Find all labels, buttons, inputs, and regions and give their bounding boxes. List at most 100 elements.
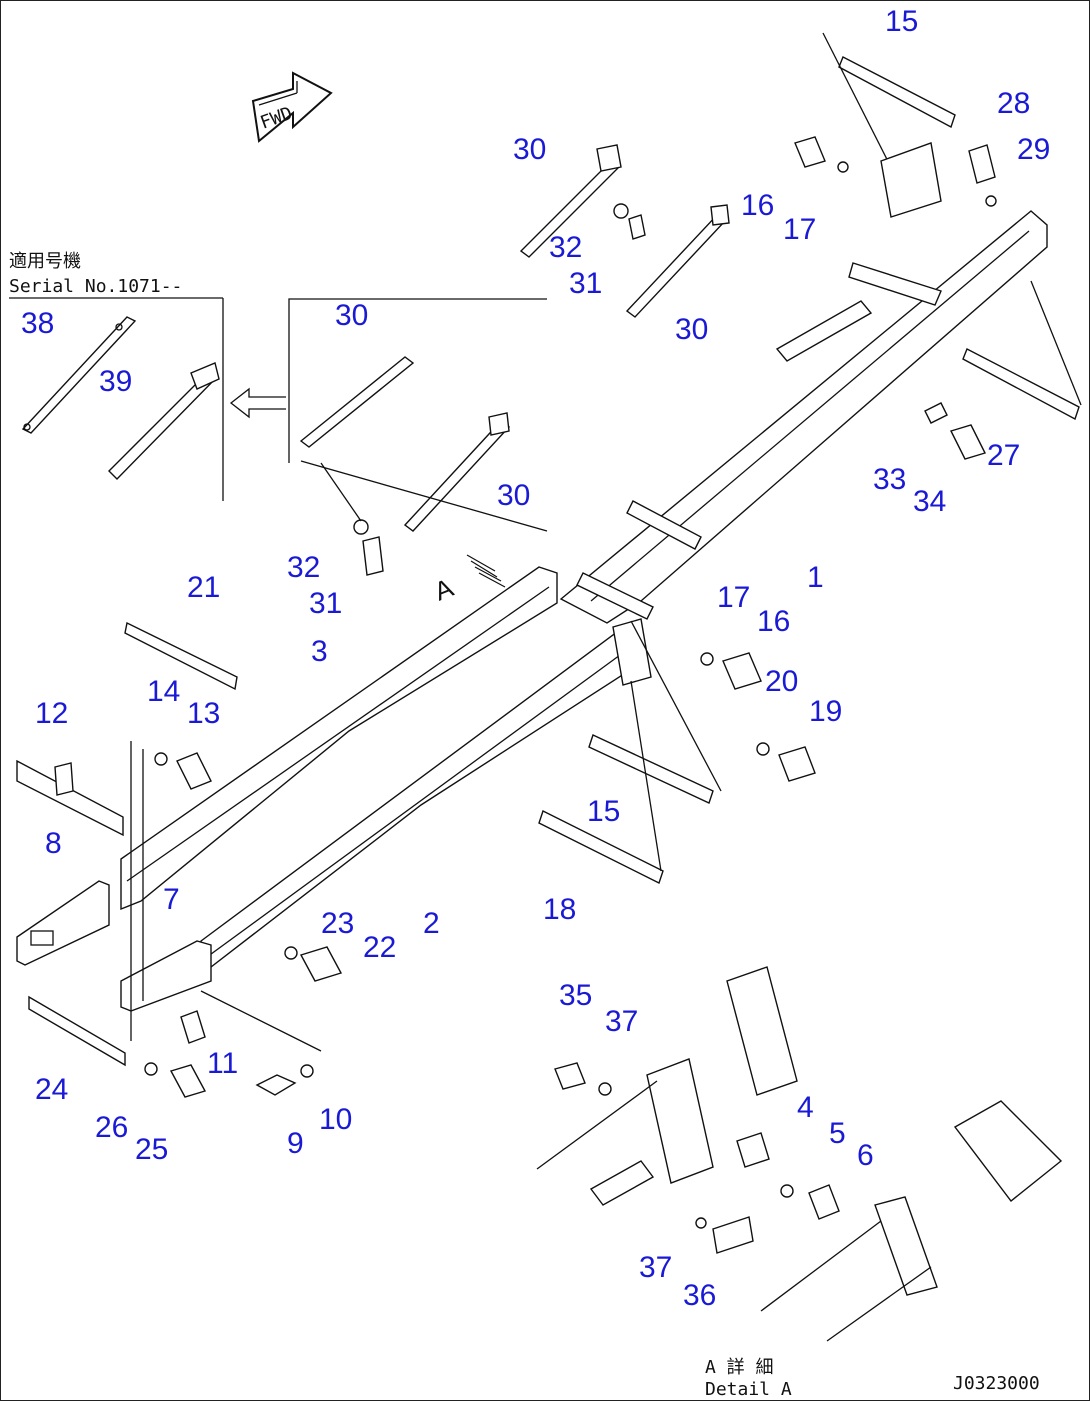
detail-a-label: Detail A bbox=[705, 1379, 792, 1400]
part-29-washer bbox=[985, 195, 997, 207]
callout-35: 35 bbox=[559, 979, 592, 1012]
callout-25: 25 bbox=[135, 1133, 168, 1166]
part-7-end-plate bbox=[120, 940, 212, 1012]
part-30-box-bracket-b bbox=[403, 412, 511, 532]
part-39-bracket bbox=[108, 362, 220, 480]
callout-32: 32 bbox=[287, 551, 320, 584]
callout-30: 30 bbox=[497, 479, 530, 512]
part-18-cross-member bbox=[538, 810, 664, 884]
part-8-end-plate bbox=[16, 880, 110, 966]
callout-9: 9 bbox=[287, 1127, 304, 1160]
part-28-bolt bbox=[968, 144, 996, 184]
part-30-mid-bracket bbox=[625, 204, 730, 318]
part-19-bolt bbox=[778, 746, 816, 782]
callout-36: 36 bbox=[683, 1279, 716, 1312]
part-33-washer bbox=[924, 402, 948, 424]
callout-33: 33 bbox=[873, 463, 906, 496]
part-32-washer-lower bbox=[353, 519, 369, 535]
callout-16: 16 bbox=[741, 189, 774, 222]
applicable-serial-jp: 適用号機 bbox=[9, 251, 81, 272]
fwd-label: FWD bbox=[258, 103, 296, 134]
callout-24: 24 bbox=[35, 1073, 68, 1106]
callout-18: 18 bbox=[543, 893, 576, 926]
callout-17: 17 bbox=[783, 213, 816, 246]
part-12-bracket bbox=[16, 759, 124, 837]
callout-22: 22 bbox=[363, 931, 396, 964]
callout-39: 39 bbox=[99, 365, 132, 398]
callout-31: 31 bbox=[309, 587, 342, 620]
part-16-bolt-top bbox=[794, 136, 826, 168]
callout-30: 30 bbox=[335, 299, 368, 332]
callout-14: 14 bbox=[147, 675, 180, 708]
callout-6: 6 bbox=[857, 1139, 874, 1172]
callout-20: 20 bbox=[765, 665, 798, 698]
part-14-washer bbox=[154, 752, 168, 766]
callout-34: 34 bbox=[913, 485, 946, 518]
detail-a-jp: A 詳 細 bbox=[705, 1357, 774, 1378]
part-31-bolt-lower bbox=[362, 536, 384, 576]
callout-28: 28 bbox=[997, 87, 1030, 120]
part-16-bolt bbox=[722, 652, 762, 690]
part-22-bolt bbox=[299, 946, 343, 982]
fwd-arrow-icon bbox=[251, 71, 333, 143]
callout-30: 30 bbox=[675, 313, 708, 346]
part-23-washer bbox=[284, 946, 298, 960]
callout-13: 13 bbox=[187, 697, 220, 730]
part-13-bolt bbox=[176, 752, 212, 790]
callout-26: 26 bbox=[95, 1111, 128, 1144]
part-30-box-bracket-a bbox=[299, 356, 415, 448]
view-a-hatch-icon bbox=[466, 554, 506, 588]
callout-23: 23 bbox=[321, 907, 354, 940]
part-11-pin bbox=[180, 1010, 206, 1044]
part-27-cross-member bbox=[962, 280, 1082, 421]
callout-21: 21 bbox=[187, 571, 220, 604]
leader-lines bbox=[130, 460, 722, 1052]
part-38-bracket bbox=[21, 316, 137, 434]
callout-16: 16 bbox=[757, 605, 790, 638]
callout-8: 8 bbox=[45, 827, 62, 860]
callout-37: 37 bbox=[639, 1251, 672, 1284]
frame-cross-bars bbox=[576, 262, 942, 620]
part-25-bolt bbox=[169, 1064, 207, 1098]
callout-38: 38 bbox=[21, 307, 54, 340]
applicable-serial: Serial No.1071-- bbox=[9, 276, 182, 297]
part-21-cross-member bbox=[124, 621, 238, 691]
callout-17: 17 bbox=[717, 581, 750, 614]
view-marker-a: A bbox=[430, 572, 458, 607]
callout-4: 4 bbox=[797, 1091, 814, 1124]
callout-11: 11 bbox=[207, 1047, 238, 1080]
bracket-box-outline bbox=[288, 298, 547, 463]
callout-32: 32 bbox=[549, 231, 582, 264]
callout-2: 2 bbox=[423, 907, 440, 940]
part-26-washer bbox=[144, 1062, 158, 1076]
callout-7: 7 bbox=[163, 883, 180, 916]
callout-12: 12 bbox=[35, 697, 68, 730]
callout-29: 29 bbox=[1017, 133, 1050, 166]
part-3-left-side-frame bbox=[120, 566, 558, 911]
callout-19: 19 bbox=[809, 695, 842, 728]
part-31-bolt bbox=[628, 214, 646, 240]
part-17-washer-top bbox=[837, 161, 849, 173]
callout-5: 5 bbox=[829, 1117, 846, 1150]
part-32-washer bbox=[613, 203, 629, 219]
detail-a-view bbox=[536, 966, 1063, 1342]
part-24-plate bbox=[28, 995, 126, 1067]
part-34-bolt bbox=[950, 424, 986, 460]
callout-10: 10 bbox=[319, 1103, 352, 1136]
part-1-right-side-frame bbox=[559, 142, 1048, 624]
callout-1: 1 bbox=[807, 561, 824, 594]
part-17-washer bbox=[700, 652, 714, 666]
callout-15: 15 bbox=[587, 795, 620, 828]
part-10-washer bbox=[300, 1064, 314, 1078]
callout-30: 30 bbox=[513, 133, 546, 166]
callout-31: 31 bbox=[569, 267, 602, 300]
callout-15: 15 bbox=[885, 5, 918, 38]
part-30-upper-bracket bbox=[519, 144, 622, 258]
replace-arrow-icon bbox=[229, 387, 286, 419]
part-20-washer bbox=[756, 742, 770, 756]
callout-3: 3 bbox=[311, 635, 328, 668]
part-9-bolt bbox=[255, 1074, 297, 1096]
callout-37: 37 bbox=[605, 1005, 638, 1038]
